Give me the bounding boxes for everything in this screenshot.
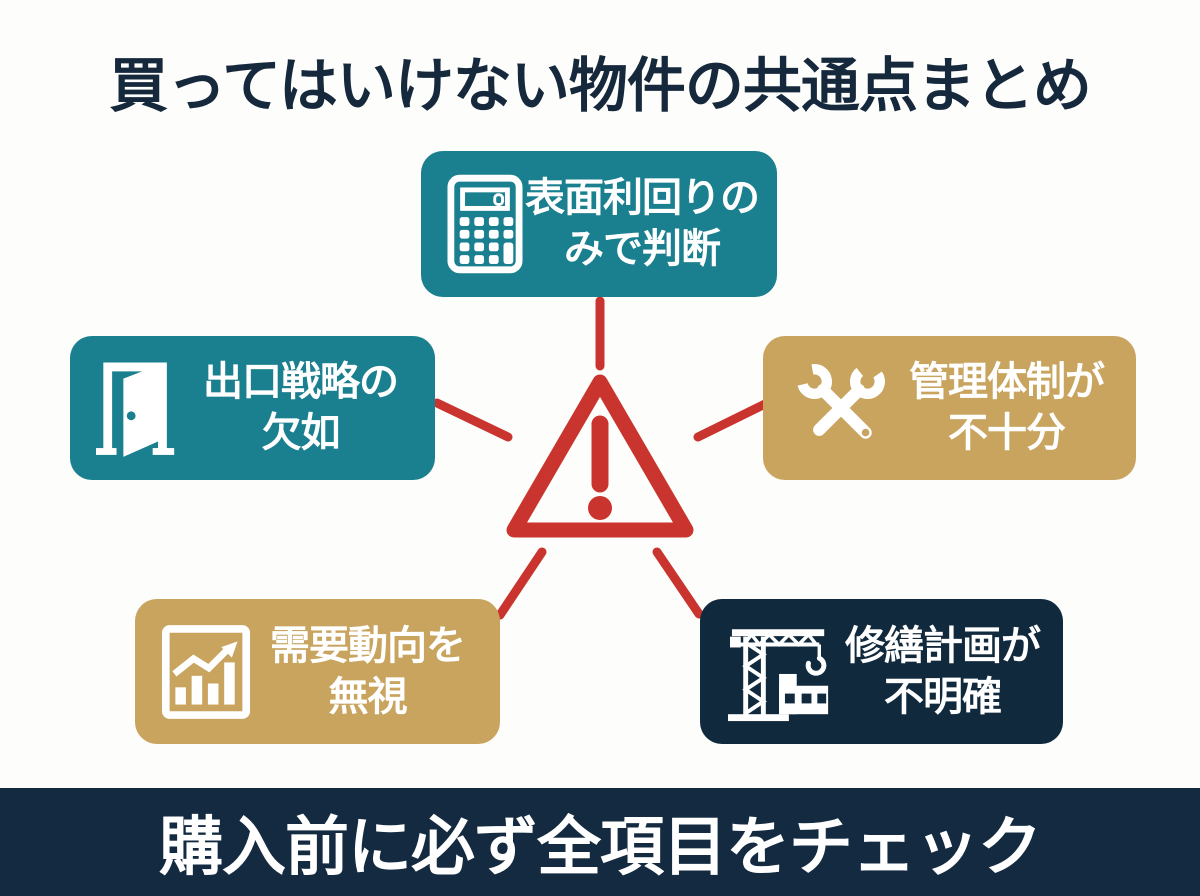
node-label: 需要動向を無視	[270, 623, 466, 719]
connector-bottom-left	[495, 547, 547, 620]
crane-icon	[726, 619, 838, 725]
node-demand-trend: 需要動向を無視	[135, 599, 500, 744]
tools-icon	[789, 356, 893, 460]
node-management: 管理体制が不十分	[763, 336, 1136, 480]
connector-left	[432, 398, 513, 442]
node-label: 修繕計画が不明確	[845, 623, 1041, 719]
calculator-icon	[447, 174, 523, 274]
node-label: 出口戦略の欠如	[203, 360, 399, 455]
chart-icon	[161, 624, 251, 720]
node-surface-yield: 表面利回りのみで判断	[421, 151, 777, 297]
node-label: 管理体制が不十分	[909, 360, 1105, 455]
connector-right	[693, 398, 772, 442]
page-title: 買ってはいけない物件の共通点まとめ	[109, 53, 1092, 119]
footer-text: 購入前に必ず全項目をチェック	[159, 811, 1042, 883]
connector-bottom-right	[652, 547, 704, 619]
node-exit-strategy: 出口戦略の欠如	[70, 336, 435, 480]
node-repair-plan: 修繕計画が不明確	[700, 599, 1063, 744]
door-icon	[96, 355, 182, 461]
warning-triangle-icon	[505, 372, 695, 544]
footer-banner: 購入前に必ず全項目をチェック	[0, 788, 1200, 896]
node-label: 表面利回りのみで判断	[525, 176, 760, 271]
